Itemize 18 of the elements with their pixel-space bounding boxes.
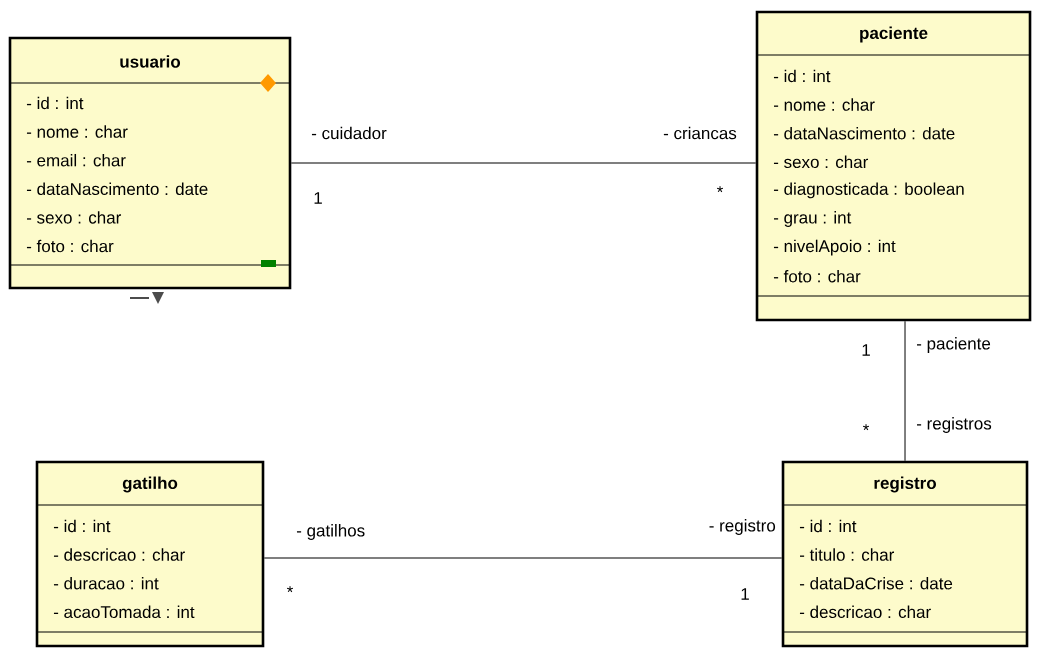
role-name: - criancas	[663, 126, 737, 140]
role-name: - gatilhos	[296, 524, 365, 540]
association-line	[904, 320, 906, 462]
class-box: usuario - id : int - nome : char - email : char - dataNascimento : date - sexo : char - foto : char	[8, 36, 292, 290]
association-line	[290, 162, 757, 164]
multiplicity: 1	[862, 344, 870, 356]
class-box: gatilho - id : int - descricao : char - duracao : int - acaoTomada : int	[35, 460, 265, 648]
multiplicity: *	[862, 424, 870, 431]
class-box: paciente - id : int - nome : char - dataNascimento : date - sexo : char - diagnosticada : boolean - grau : int - nivelApoio : int - foto : char	[755, 10, 1032, 322]
multiplicity: 1	[314, 192, 322, 204]
class-box: registro - id : int - titulo : char - dataDaCrise : date - descricao : char	[781, 460, 1029, 648]
association-line	[263, 557, 783, 559]
multiplicity: *	[716, 186, 724, 193]
role-name: - registros	[916, 417, 992, 433]
multiplicity: *	[286, 586, 294, 593]
role-name: - cuidador	[311, 126, 387, 140]
role-name: - paciente	[916, 337, 991, 353]
multiplicity: 1	[741, 588, 749, 600]
